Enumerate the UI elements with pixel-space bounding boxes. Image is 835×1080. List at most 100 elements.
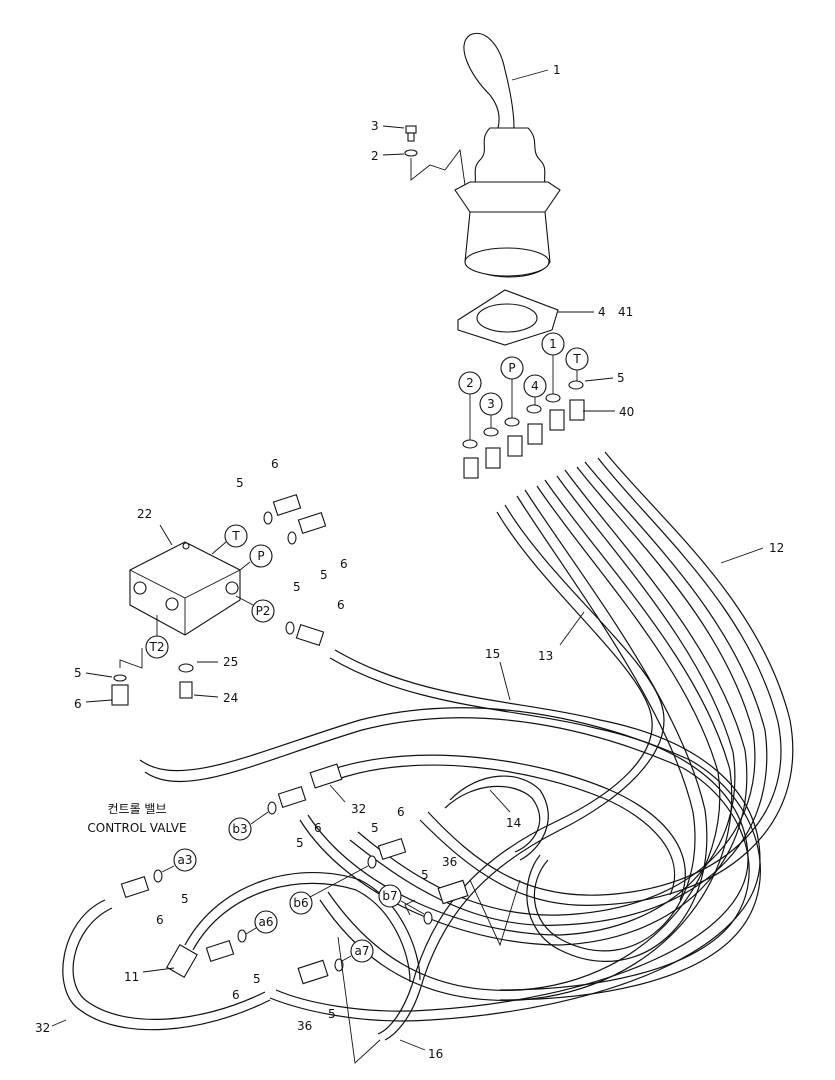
port-label: a6: [245, 910, 278, 935]
port-label: b3: [228, 811, 269, 841]
part-number: 5: [293, 580, 301, 594]
part-number: 25: [223, 655, 238, 669]
part-number: 12: [769, 541, 784, 555]
part-number: 6: [232, 988, 240, 1002]
part-number: 6: [271, 457, 279, 471]
hose-line: [139, 707, 761, 1001]
port-label: a3: [161, 848, 197, 873]
svg-text:a6: a6: [259, 915, 274, 929]
part-number: 6: [337, 598, 345, 612]
port-label: P: [500, 356, 524, 418]
control-valve-caption: 컨트롤 밸브 CONTROL VALVE: [87, 802, 186, 835]
joystick-assembly: [454, 32, 561, 278]
control-valve-block: [129, 541, 241, 636]
port-label: a7: [341, 939, 374, 963]
caption-korean: 컨트롤 밸브: [107, 802, 166, 816]
port-labels: 2 3 P 4 1 T T P: [145, 332, 589, 963]
bolt-and-washer: [404, 125, 466, 186]
svg-text:b7: b7: [382, 889, 397, 903]
part-number: 36: [297, 1019, 312, 1033]
hose-line: [184, 872, 421, 983]
svg-text:P2: P2: [256, 604, 271, 618]
hose-line: [319, 479, 733, 1001]
gasket: [457, 289, 559, 346]
part-number: 24: [223, 691, 238, 705]
svg-text:2: 2: [466, 376, 474, 390]
leader-lines: [51, 69, 764, 1064]
port-label: 3: [479, 392, 503, 428]
part-number: 11: [124, 970, 139, 984]
port-label: b7: [378, 884, 425, 915]
valve-fittings: [111, 493, 327, 706]
joystick-grip: [463, 32, 515, 129]
svg-text:T2: T2: [149, 640, 165, 654]
part-number: 6: [74, 697, 82, 711]
part-number: 6: [314, 821, 322, 835]
part-number: 32: [35, 1021, 50, 1035]
svg-text:1: 1: [549, 337, 557, 351]
hose-line: [419, 451, 794, 907]
port-label: b6: [289, 865, 369, 915]
part-number: 32: [351, 802, 366, 816]
svg-text:3: 3: [487, 397, 495, 411]
part-number: 36: [442, 855, 457, 869]
part-number: 2: [371, 149, 379, 163]
part-number: 5: [617, 371, 625, 385]
svg-text:P: P: [508, 361, 515, 375]
port-label: T2: [145, 615, 169, 659]
port-label: P2: [235, 595, 275, 623]
hose-line: [62, 899, 271, 1031]
part-number: 5: [421, 868, 429, 882]
joystick-flange: [454, 181, 561, 213]
lower-fittings: [120, 763, 469, 985]
part-number: 16: [428, 1047, 443, 1061]
part-number: 5: [371, 821, 379, 835]
svg-text:4: 4: [531, 379, 539, 393]
part-number: 15: [485, 647, 500, 661]
joystick-port-fittings: [462, 380, 585, 479]
part-number: 6: [397, 805, 405, 819]
part-number: 22: [137, 507, 152, 521]
part-number: 5: [74, 666, 82, 680]
port-label: 2: [458, 371, 482, 440]
part-number: 5: [236, 476, 244, 490]
hose-bundle: [62, 451, 794, 1041]
hose-line: [329, 754, 686, 901]
part-number: 40: [619, 405, 634, 419]
part-number: 1: [553, 63, 561, 77]
part-number: 3: [371, 119, 379, 133]
part-number: 5: [181, 892, 189, 906]
part-number: 5: [296, 836, 304, 850]
hose-line: [444, 775, 549, 861]
part-number: 5: [328, 1007, 336, 1021]
port-label: T: [211, 524, 248, 555]
port-label: T: [565, 347, 589, 381]
part-number: 6: [156, 913, 164, 927]
svg-text:b6: b6: [293, 896, 308, 910]
part-number: 13: [538, 649, 553, 663]
svg-text:b3: b3: [232, 822, 247, 836]
svg-text:a7: a7: [355, 944, 370, 958]
port-label: 4: [523, 374, 547, 405]
part-number: 14: [506, 816, 521, 830]
joystick-boot: [470, 127, 550, 189]
part-number: 5: [320, 568, 328, 582]
hose-line: [349, 461, 768, 926]
part-number: 41: [618, 305, 633, 319]
part-number: 5: [253, 972, 261, 986]
joystick-base: [464, 247, 550, 277]
port-label: P: [239, 544, 273, 571]
part-numbers: 1 3 2 4 41 5 40 6 5 22 5 6 5 6 12 13 15 …: [35, 63, 784, 1061]
svg-text:T: T: [572, 352, 581, 366]
svg-text:a3: a3: [178, 853, 193, 867]
caption-english: CONTROL VALVE: [87, 821, 186, 835]
hose-line: [299, 469, 748, 946]
hose-line: [377, 504, 665, 1041]
hose-line: [516, 489, 708, 962]
svg-text:T: T: [231, 529, 240, 543]
svg-text:P: P: [257, 549, 264, 563]
port-label: 1: [541, 332, 565, 394]
part-number: 6: [340, 557, 348, 571]
part-number: 4: [598, 305, 606, 319]
